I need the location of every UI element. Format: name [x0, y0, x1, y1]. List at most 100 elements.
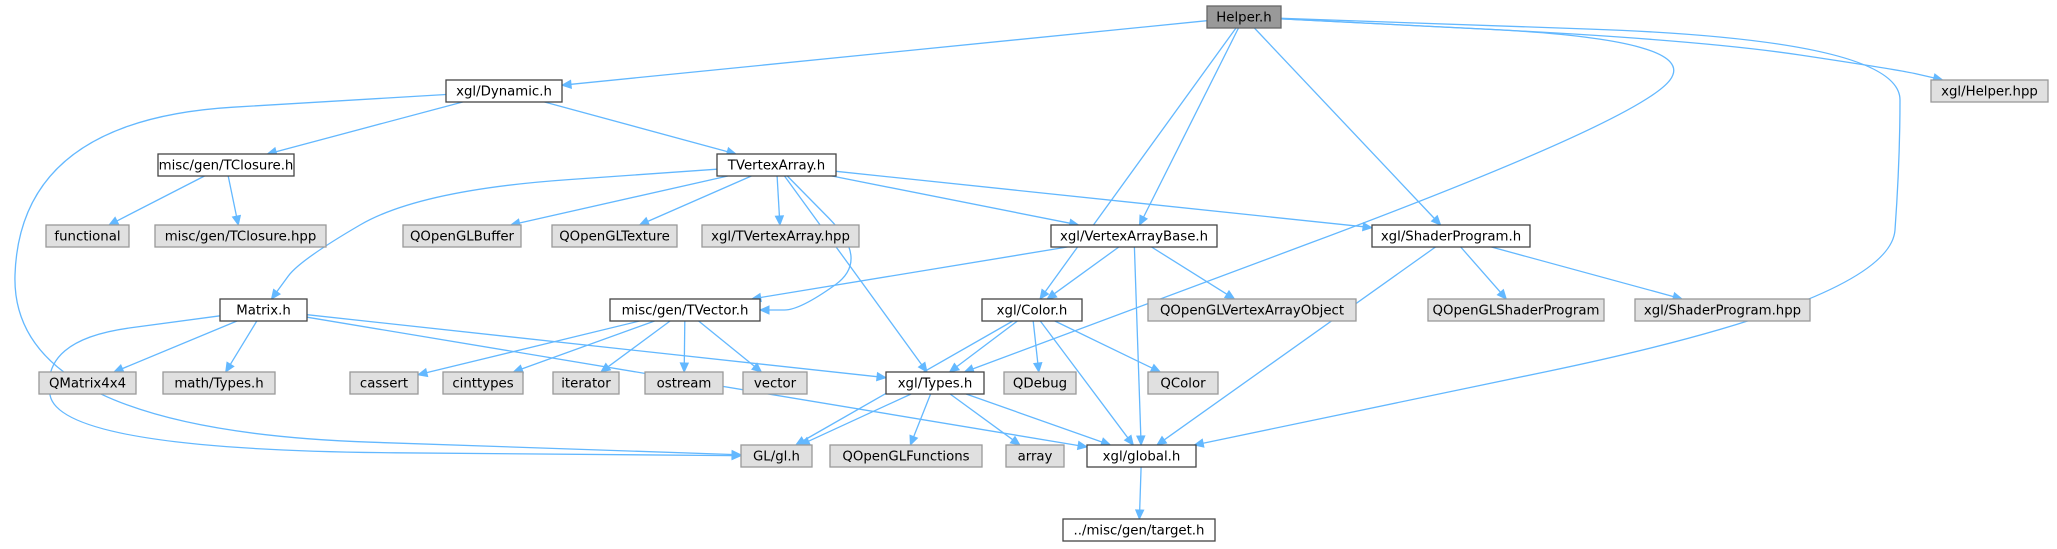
- node-box: [644, 371, 724, 395]
- node-label: Helper.h: [1216, 11, 1271, 26]
- edge-line: [1163, 246, 1436, 441]
- edge-arrowhead: [225, 361, 235, 374]
- edge-tvertexarray-to-matrix: [270, 168, 718, 300]
- node-box: [1634, 298, 1811, 322]
- node-box: [1930, 79, 2049, 103]
- node-box: [1371, 224, 1531, 248]
- node-box: [349, 371, 419, 395]
- edge-line: [1460, 246, 1501, 293]
- node-box: [442, 371, 524, 395]
- edge-arrowhead: [1155, 435, 1168, 446]
- node-label: GL/gl.h: [753, 450, 800, 465]
- edge-arrowhead: [1032, 362, 1043, 374]
- node-label: QDebug: [1013, 377, 1067, 392]
- node-qoglshaderprogram: QOpenGLShaderProgram: [1427, 298, 1605, 322]
- node-global[interactable]: xgl/global.h: [1086, 444, 1197, 468]
- node-box: [740, 444, 813, 468]
- node-qoglvao: QOpenGLVertexArrayObject: [1147, 298, 1357, 322]
- edge-tvector-to-cassert: [416, 320, 640, 378]
- edge-line: [647, 175, 752, 222]
- edge-line: [544, 101, 728, 153]
- edge-line: [1143, 27, 1240, 218]
- edge-arrowhead: [909, 434, 919, 447]
- node-label: xgl/Dynamic.h: [456, 85, 552, 100]
- node-label: QOpenGLShaderProgram: [1433, 304, 1600, 319]
- node-qogltexture: QOpenGLTexture: [551, 224, 678, 248]
- edge-line: [14, 93, 733, 456]
- node-mathtypes: math/Types.h: [162, 371, 276, 395]
- edge-vertexarraybase-to-color: [1046, 246, 1120, 300]
- edge-line: [227, 175, 238, 217]
- edge-arrowhead: [758, 305, 770, 315]
- edge-helper-to-types: [963, 18, 1675, 374]
- edge-arrowhead: [1046, 289, 1058, 300]
- edge-arrowhead: [774, 215, 785, 227]
- node-types[interactable]: xgl/Types.h: [885, 371, 985, 395]
- edge-arrowhead: [560, 79, 572, 90]
- node-shaderprogram[interactable]: xgl/ShaderProgram.h: [1371, 224, 1531, 248]
- node-dynamic[interactable]: xgl/Dynamic.h: [445, 79, 563, 103]
- edge-line: [1139, 466, 1142, 511]
- node-box: [829, 444, 983, 468]
- node-tclosure[interactable]: misc/gen/TClosure.h: [157, 153, 295, 177]
- node-color[interactable]: xgl/Color.h: [981, 298, 1083, 322]
- edge-line: [519, 175, 728, 224]
- edge-arrowhead: [876, 371, 888, 382]
- node-label: QOpenGLBuffer: [410, 230, 515, 245]
- node-target[interactable]: ../misc/gen/target.h: [1062, 518, 1216, 542]
- edge-color-to-qdebug: [1032, 320, 1043, 374]
- node-matrix[interactable]: Matrix.h: [219, 298, 308, 322]
- node-box: [716, 153, 837, 177]
- node-tvertexarray[interactable]: TVertexArray.h: [716, 153, 837, 177]
- node-qoglfunctions: QOpenGLFunctions: [829, 444, 983, 468]
- edges-layer: [14, 17, 1944, 521]
- edge-arrowhead: [1076, 440, 1089, 451]
- edge-line: [949, 393, 1014, 441]
- edge-helper-to-helperhpp: [1280, 18, 1944, 83]
- node-box: [552, 371, 620, 395]
- node-label: QOpenGLFunctions: [842, 450, 969, 465]
- edge-shaderprogram-to-qoglshaderprogram: [1460, 246, 1508, 300]
- node-shaderprogramhpp: xgl/ShaderProgram.hpp: [1634, 298, 1811, 322]
- node-box: [154, 224, 327, 248]
- node-box: [981, 298, 1083, 322]
- edge-arrowhead: [751, 362, 763, 373]
- node-label: cassert: [360, 377, 408, 392]
- edge-arrowhead: [1136, 435, 1146, 447]
- edge-arrowhead: [1223, 289, 1236, 300]
- node-helperhpp: xgl/Helper.hpp: [1930, 79, 2049, 103]
- node-label: cinttypes: [452, 377, 513, 392]
- node-label: functional: [54, 230, 120, 245]
- node-box: [1147, 371, 1219, 395]
- node-label: iterator: [561, 377, 611, 392]
- edge-arrowhead: [231, 214, 242, 227]
- edge-types-to-global: [965, 393, 1112, 447]
- edge-helper-to-dynamic: [560, 20, 1208, 90]
- edge-arrowhead: [270, 288, 282, 300]
- edge-arrowhead: [107, 216, 120, 226]
- edge-global-to-target: [1134, 466, 1145, 521]
- edge-line: [831, 175, 1070, 224]
- node-cinttypes: cinttypes: [442, 371, 524, 395]
- edge-arrowhead: [112, 364, 125, 373]
- node-glh: GL/gl.h: [740, 444, 813, 468]
- node-label: ostream: [657, 377, 712, 392]
- node-label: Matrix.h: [236, 304, 291, 319]
- edge-line: [275, 101, 463, 153]
- node-vertexarraybase[interactable]: xgl/VertexArrayBase.h: [1050, 224, 1218, 248]
- node-label: QOpenGLVertexArrayObject: [1160, 304, 1344, 319]
- node-tvector[interactable]: misc/gen/TVector.h: [609, 298, 761, 322]
- node-box: [1427, 298, 1605, 322]
- node-iterator: iterator: [552, 371, 620, 395]
- edge-line: [521, 320, 655, 370]
- node-label: xgl/Color.h: [997, 304, 1068, 319]
- edge-line: [1151, 246, 1228, 295]
- node-helper[interactable]: Helper.h: [1206, 5, 1282, 29]
- node-qoglbuffer: QOpenGLBuffer: [402, 224, 522, 248]
- node-box: [609, 298, 761, 322]
- node-box: [1050, 224, 1218, 248]
- edge-line: [607, 320, 671, 368]
- edge-dynamic-to-tclosure: [266, 101, 463, 157]
- node-label: QOpenGLTexture: [559, 230, 670, 245]
- edge-tvector-to-ostream: [679, 320, 690, 374]
